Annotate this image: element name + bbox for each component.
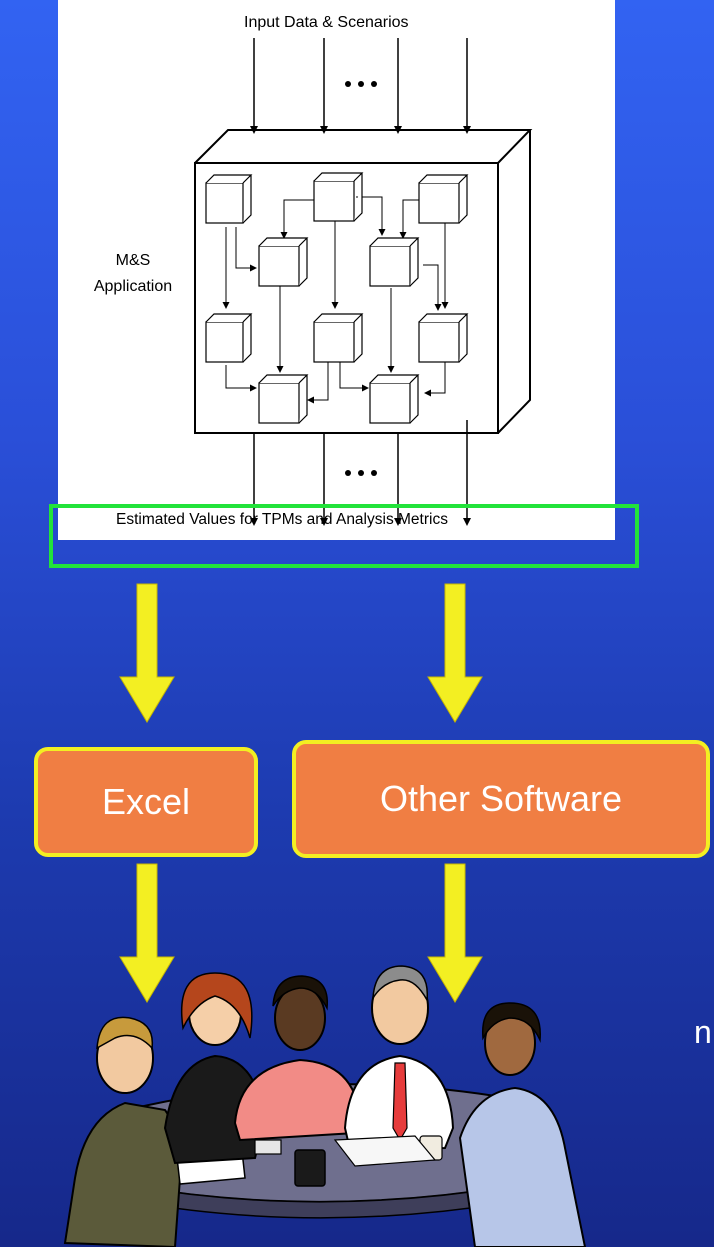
output-arrows [250, 420, 471, 526]
other-software-label: Other Software [379, 778, 623, 819]
diagram-graphic [194, 38, 533, 526]
application-label: M&S Application [93, 252, 173, 295]
excel-label: Excel [101, 781, 191, 822]
input-arrows [250, 38, 471, 134]
output-values-label: Estimated Values for TPMs and Analysis M… [116, 511, 448, 528]
arrow-to-other-software [427, 583, 483, 723]
input-data-label: Input Data & Scenarios [244, 14, 409, 31]
excel-box[interactable]: Excel [34, 747, 258, 857]
cut-off-text: n [694, 1014, 712, 1050]
arrow-from-other-software [427, 863, 483, 1003]
arrow-to-excel [119, 583, 175, 723]
output-highlight-box [49, 504, 639, 568]
internal-connectors [222, 196, 449, 404]
meeting-illustration [63, 965, 587, 1247]
input-ellipsis [345, 81, 377, 87]
ms-application-diagram: Input Data & Scenarios M&S Application E… [58, 0, 615, 540]
other-software-box[interactable]: Other Software [292, 740, 710, 858]
output-ellipsis [345, 470, 377, 476]
component-blocks [205, 172, 469, 424]
arrow-from-excel [119, 863, 175, 1003]
